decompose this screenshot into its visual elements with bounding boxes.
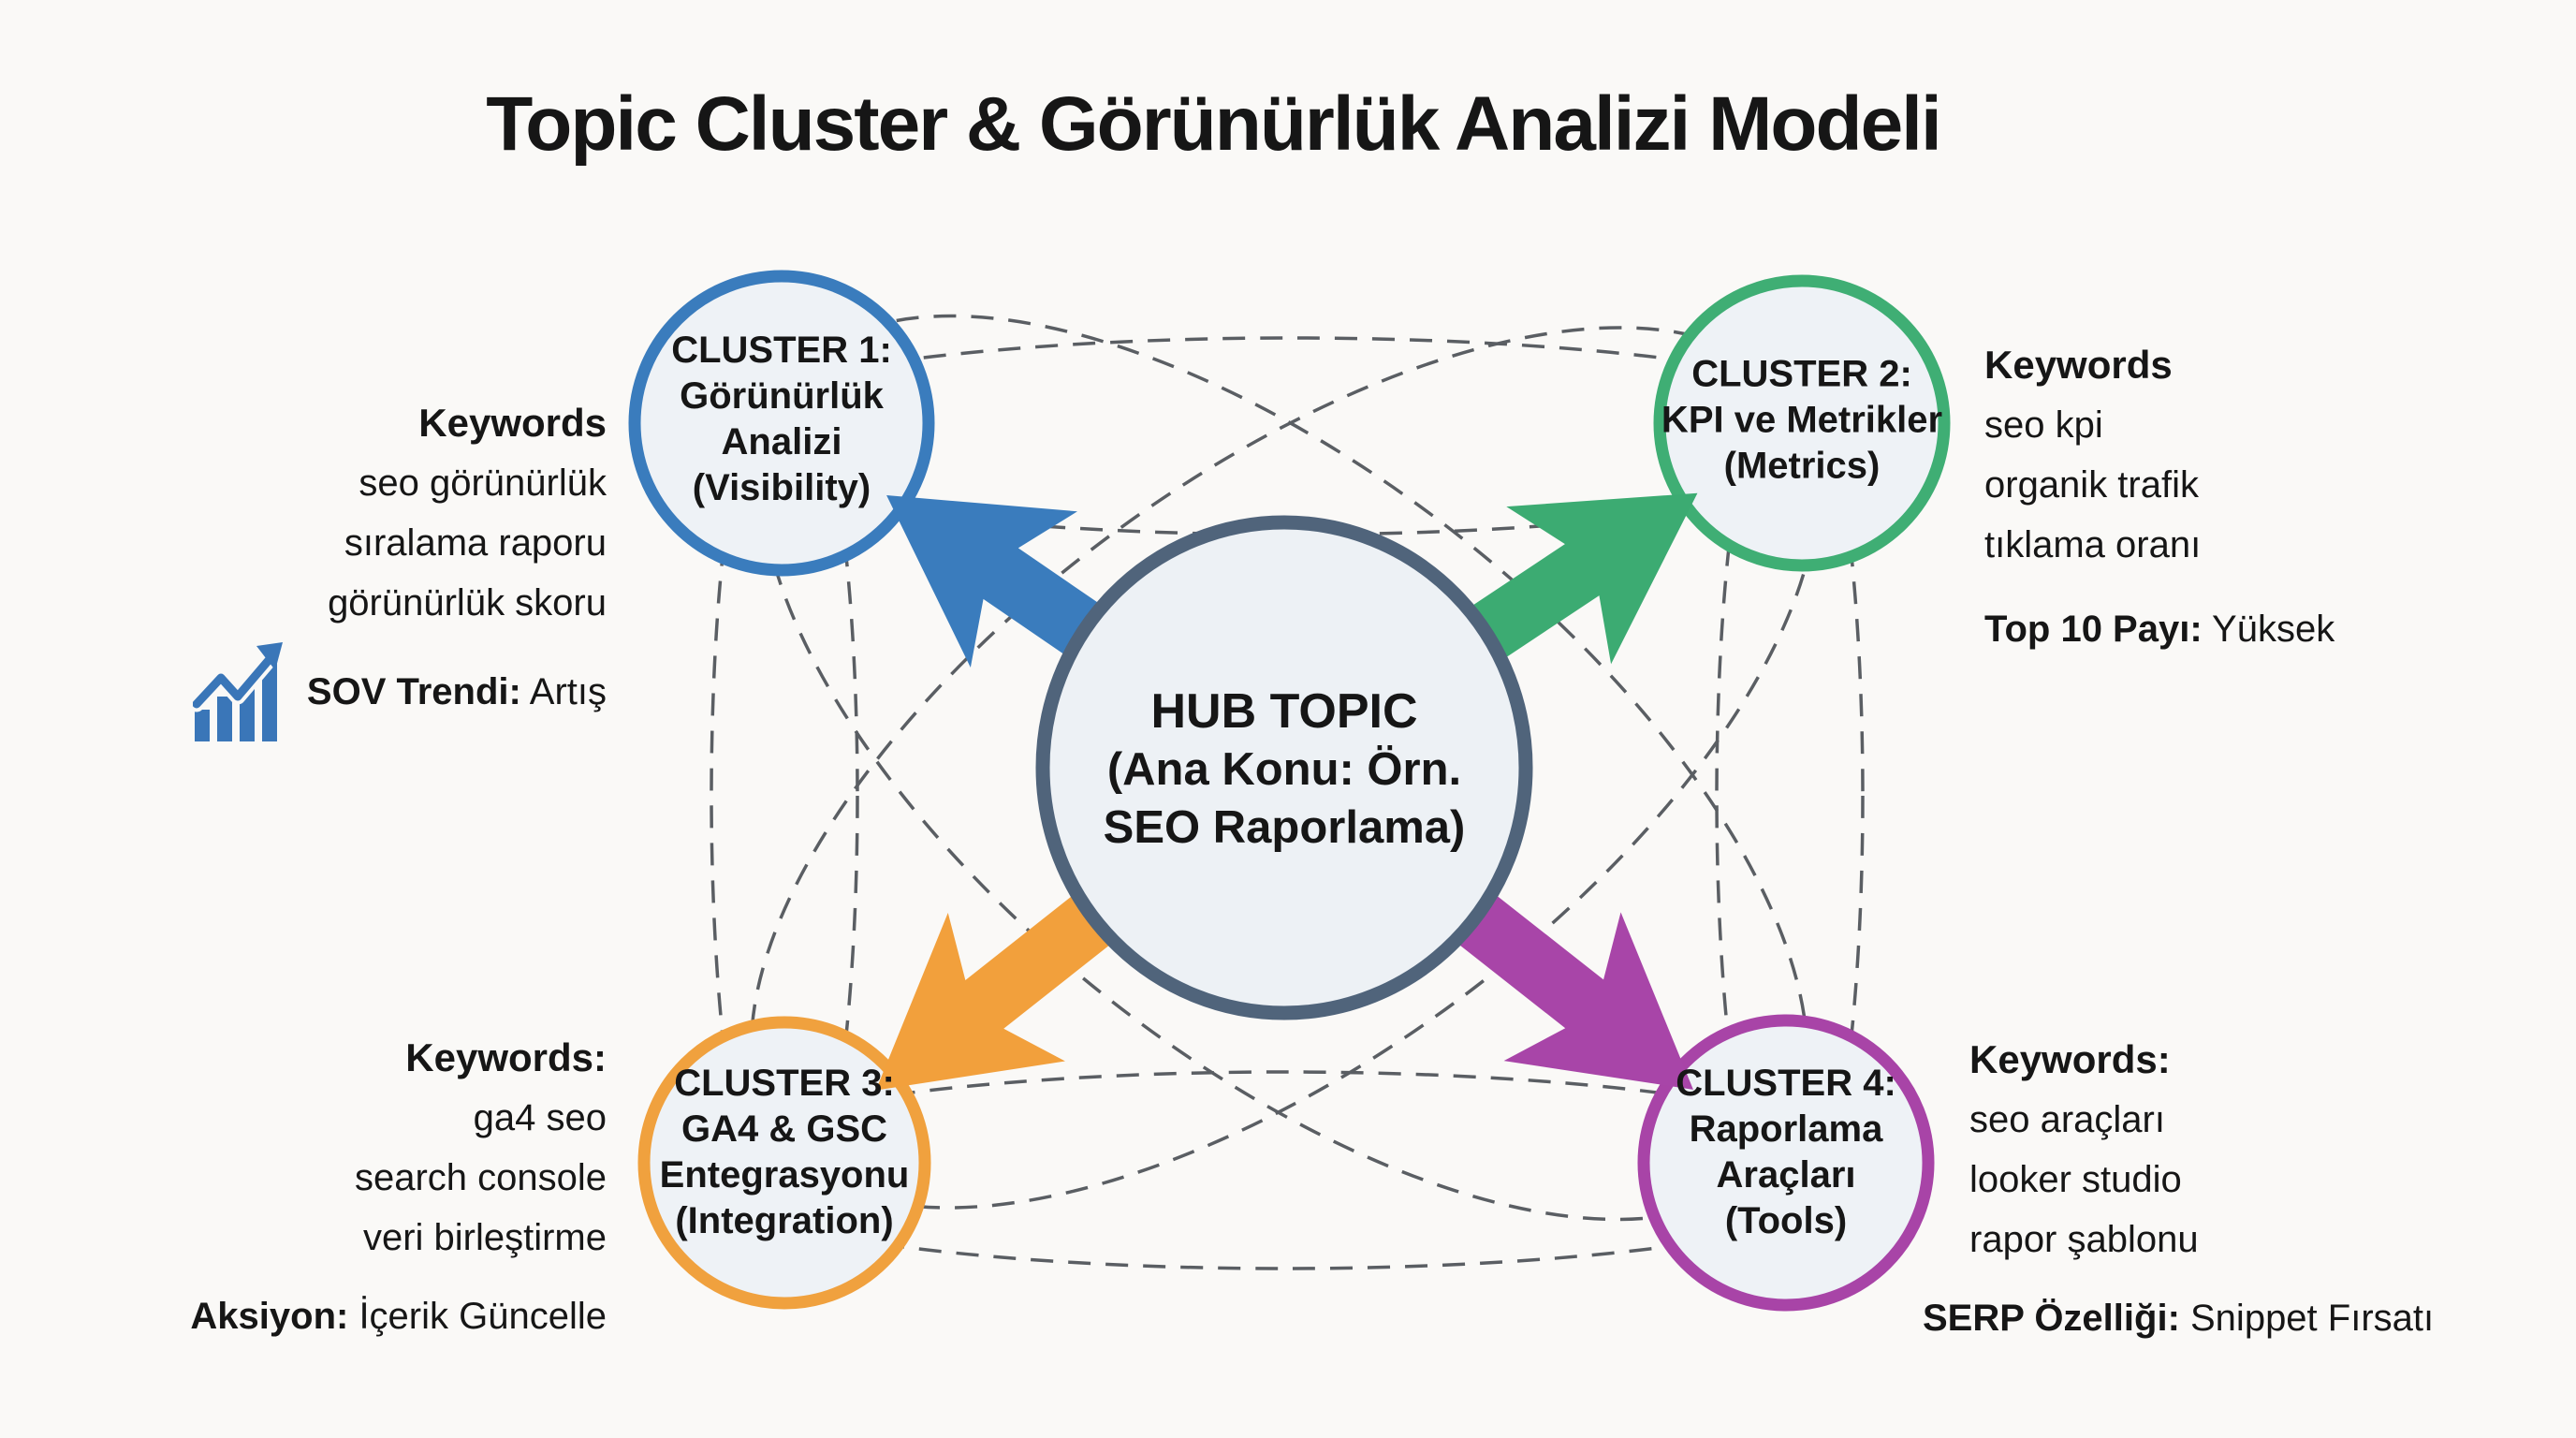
keyword-item: ga4 seo (473, 1097, 607, 1138)
keywords-heading: Keywords (1984, 343, 2173, 387)
keyword-item: görünürlük skoru (328, 582, 607, 624)
keywords-block-cluster-1: Keywords seo görünürlük sıralama raporu … (192, 393, 607, 741)
hub-label-line: HUB TOPIC (1150, 684, 1418, 739)
metric-value: İçerik Güncelle (348, 1296, 607, 1337)
keyword-item: seo araçları (1969, 1099, 2165, 1140)
action-row: Aksiyon: İçerik Güncelle (190, 1286, 607, 1346)
cluster-1-circle (628, 270, 935, 577)
keywords-heading: Keywords: (1969, 1037, 2171, 1081)
keyword-item: veri birleştirme (362, 1217, 607, 1258)
cluster-label-line: (Visibility) (692, 467, 871, 509)
sov-trend-text: SOV Trendi: Artış (307, 662, 607, 722)
cluster-4-circle (1637, 1014, 1935, 1312)
cluster-label-line: (Tools) (1724, 1200, 1848, 1242)
keywords-heading: Keywords: (405, 1035, 607, 1079)
trend-up-bar-chart-icon (192, 642, 283, 741)
cluster-label-line: Araçları (1716, 1154, 1856, 1196)
keyword-item: search console (354, 1157, 607, 1198)
metric-value: Yüksek (2202, 609, 2335, 650)
hub-circle-group (1035, 515, 1533, 1020)
cluster-label-line: KPI ve Metrikler (1661, 399, 1943, 441)
cluster-circles (628, 270, 1951, 1312)
cluster-label-line: Raporlama (1689, 1108, 1883, 1151)
hub-label-line: (Ana Konu: Örn. (1106, 744, 1462, 795)
cluster-label-line: CLUSTER 4: (1676, 1063, 1896, 1105)
metric-label: Top 10 Payı: (1984, 609, 2203, 650)
hub-label: HUB TOPIC (Ana Konu: Örn. SEO Raporlama) (1104, 682, 1466, 857)
cluster-label-line: CLUSTER 3: (674, 1063, 895, 1105)
keyword-item: seo görünürlük (359, 462, 607, 504)
keywords-block-cluster-3: Keywords: ga4 seo search console veri bi… (190, 1028, 607, 1346)
keyword-item: organik trafik (1984, 464, 2199, 506)
keywords-heading: Keywords (418, 401, 607, 445)
metric-value: Artış (520, 671, 607, 712)
cluster-1-label: CLUSTER 1: Görünürlük Analizi (Visibilit… (671, 328, 892, 511)
cluster-4-label: CLUSTER 4: Raporlama Araçları (Tools) (1676, 1061, 1896, 1244)
cluster-label-line: (Metrics) (1723, 445, 1881, 487)
cluster-label-line: (Integration) (675, 1200, 894, 1242)
keyword-item: sıralama raporu (344, 522, 607, 564)
page-title: Topic Cluster & Görünürlük Analizi Model… (486, 81, 1942, 167)
cluster-label-line: CLUSTER 2: (1691, 353, 1912, 395)
cluster-3-label: CLUSTER 3: GA4 & GSC Entegrasyonu (Integ… (660, 1061, 910, 1244)
keyword-item: seo kpi (1984, 404, 2103, 446)
cluster-2-circle (1653, 274, 1951, 572)
keyword-item: tıklama oranı (1984, 524, 2202, 565)
cluster-3-circle (637, 1016, 931, 1310)
cluster-label-line: Entegrasyonu (659, 1154, 910, 1196)
cluster-label-line: Analizi (721, 421, 842, 463)
keywords-block-cluster-4: Keywords: seo araçları looker studio rap… (1923, 1030, 2434, 1348)
hub-circle (1035, 515, 1533, 1020)
keyword-item: looker studio (1969, 1159, 2182, 1200)
metric-label: SERP Özelliği: (1923, 1298, 2180, 1339)
metric-label: SOV Trendi: (306, 671, 521, 712)
metric-label: Aksiyon: (190, 1296, 349, 1337)
sov-trend-row: SOV Trendi: Artış (192, 642, 607, 741)
metric-value: Snippet Fırsatı (2179, 1298, 2435, 1339)
serp-feature-row: SERP Özelliği: Snippet Fırsatı (1923, 1288, 2434, 1348)
cluster-label-line: GA4 & GSC (681, 1108, 888, 1151)
hub-label-line: SEO Raporlama) (1103, 802, 1466, 853)
keywords-block-cluster-2: Keywords seo kpi organik trafik tıklama … (1984, 335, 2334, 659)
cluster-label-line: CLUSTER 1: (671, 330, 892, 372)
keyword-item: rapor şablonu (1969, 1219, 2199, 1260)
cluster-label-line: Görünürlük (680, 375, 884, 418)
top10-share-row: Top 10 Payı: Yüksek (1984, 599, 2334, 659)
cluster-2-label: CLUSTER 2: KPI ve Metrikler (Metrics) (1661, 352, 1942, 490)
